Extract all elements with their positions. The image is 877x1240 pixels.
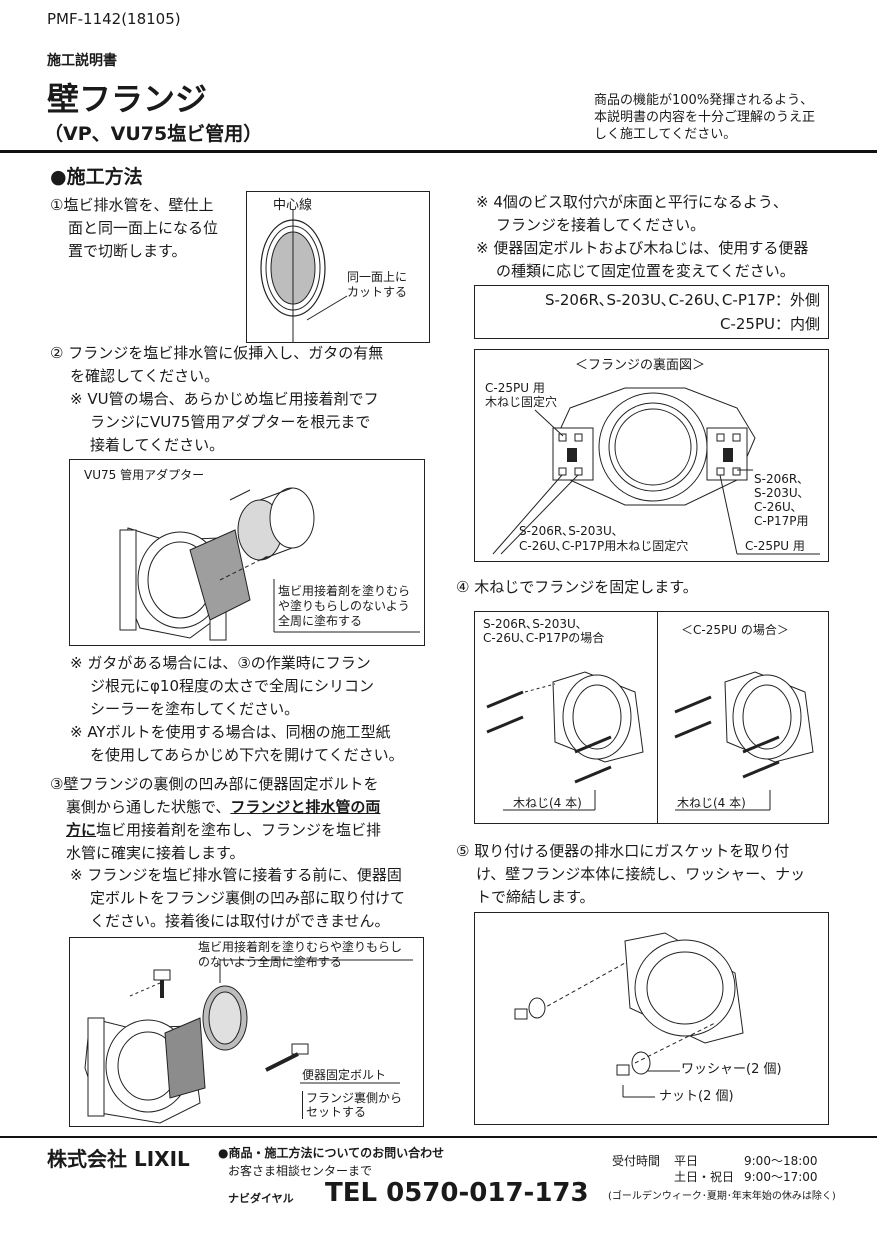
step2-note-vu: ※ VU管の場合、あらかじめ塩ビ用接着剤でフ ランジにVU75管用アダプターを根… xyxy=(70,390,379,454)
step1-text: ①塩ビ排水管を、壁仕上 面と同一面上になる位 置で切断します。 xyxy=(50,196,219,260)
inner-hole-label: C-25PU 用 xyxy=(745,539,805,553)
header-rule xyxy=(0,150,877,153)
washer-illustration xyxy=(514,932,744,1098)
washer-label: ワッシャー(2 個) xyxy=(681,1062,782,1077)
step2-text: ② フランジを塩ビ排水管に仮挿入し、ガタの有無 を確認してください。 xyxy=(50,344,384,385)
doc-type: 施工説明書 xyxy=(47,53,117,69)
position-table: S-206R､S-203U､C-26U､C-P17P：外側 C-25PU：内側 xyxy=(474,285,829,339)
navi-dial: ナビダイヤル xyxy=(228,1192,294,1205)
models-hole-label: S-206R､S-203U､C-26U､C-P17P用 xyxy=(754,472,809,528)
adapter-illustration xyxy=(119,487,420,641)
step1-figure: 中心線 同一面上にカットする xyxy=(246,191,430,343)
center-line-label: 中心線 xyxy=(273,198,313,213)
case-right-label: ＜C-25PU の場合＞ xyxy=(681,623,789,637)
back-view-title: ＜フランジの裏面図＞ xyxy=(575,358,706,373)
bolt-label: 便器固定ボルト xyxy=(302,1068,387,1082)
nut-label: ナット(2 個) xyxy=(659,1089,734,1104)
bolt-note-label: フランジ裏側からセットする xyxy=(302,1091,402,1119)
page-title: 壁フランジ xyxy=(47,80,208,118)
company-name: 株式会社 LIXIL xyxy=(47,1147,190,1171)
weekday-label: 平日 xyxy=(674,1154,699,1168)
closed-note: (ゴールデンウィーク･夏期･年末年始の休みは除く) xyxy=(608,1191,836,1202)
bolt-illustration xyxy=(84,959,413,1124)
step4-figure: S-206R､S-203U､C-26U､C-P17Pの場合 ＜C-25PU の場… xyxy=(474,611,829,824)
step3-figure: 塩ビ用接着剤を塗りむらや塗りもらしのないよう全周に塗布する 便器固定ボルト フラ… xyxy=(69,937,424,1127)
right-note-holes: ※ 4個のビス取付穴が床面と平行になるよう、 フランジを接着してください。 xyxy=(476,193,788,234)
step4-text: ④ 木ねじでフランジを固定します。 xyxy=(456,578,698,596)
section-heading: ●施工方法 xyxy=(50,166,143,188)
page-subtitle: （VP、VU75塩ビ管用） xyxy=(44,123,263,145)
c25pu-hole-label: C-25PU 用木ねじ固定穴 xyxy=(485,381,558,409)
weekday-hours: 9:00〜18:00 xyxy=(744,1154,818,1168)
case-left-label: S-206R､S-203U､C-26U､C-P17Pの場合 xyxy=(483,617,605,645)
doc-code: PMF-1142(18105) xyxy=(47,10,181,28)
step5-text: ⑤ 取り付ける便器の排水口にガスケットを取り付 け、壁フランジ本体に接続し、ワッ… xyxy=(456,842,806,906)
screw-right-label: 木ねじ(4 本) xyxy=(677,796,746,810)
right-note-position: ※ 便器固定ボルトおよび木ねじは、使用する便器 の種類に応じて固定位置を変えてく… xyxy=(476,239,809,280)
step2-figure: VU75 管用アダプター 塩ビ用接着剤を塗りむらや塗りもらしのないよう全周に塗布… xyxy=(69,459,425,646)
hours-label: 受付時間 xyxy=(612,1154,661,1168)
pipe-cut-illustration xyxy=(260,210,348,342)
step4-divider xyxy=(657,612,658,823)
holiday-hours: 9:00〜17:00 xyxy=(744,1170,818,1184)
step3-glue-label: 塩ビ用接着剤を塗りむらや塗りもらしのないよう全周に塗布する xyxy=(198,940,403,969)
usage-notice: 商品の機能が100%発揮されるよう、本説明書の内容を十分ご理解のうえ正しく施工し… xyxy=(594,93,816,142)
step3-note: ※ フランジを塩ビ排水管に接着する前に、便器固 定ボルトをフランジ裏側の凹み部に… xyxy=(70,866,406,930)
step2-note-gap: ※ ガタがある場合には、③の作業時にフラン ジ根元にφ10程度の太さで全周にシリ… xyxy=(70,654,374,718)
glue-label: 塩ビ用接着剤を塗りむらや塗りもらしのないよう全周に塗布する xyxy=(278,584,411,628)
inquiry-heading: ●商品・施工方法についてのお問い合わせ xyxy=(218,1146,445,1160)
outer-hole-label: S-206R､S-203U､C-26U､C-P17P用木ねじ固定穴 xyxy=(519,524,689,553)
back-view-figure: ＜フランジの裏面図＞ C-25PU 用木ねじ固定穴 S-206R､S-203U､… xyxy=(474,349,829,562)
step2-note-ay: ※ AYボルトを使用する場合は、同梱の施工型紙 を使用してあらかじめ下穴を開けて… xyxy=(70,723,404,764)
step5-figure: ワッシャー(2 個) ナット(2 個) xyxy=(474,912,829,1125)
adapter-label: VU75 管用アダプター xyxy=(84,468,205,482)
footer-rule xyxy=(0,1136,877,1138)
screw-left-label: 木ねじ(4 本) xyxy=(513,796,582,810)
cut-label: 同一面上にカットする xyxy=(347,270,408,299)
support-center: お客さま相談センターまで xyxy=(228,1164,373,1178)
holiday-label: 土日・祝日 xyxy=(674,1170,735,1184)
flange-back-illustration xyxy=(492,387,820,555)
screw-illustration xyxy=(486,671,814,811)
step3-text: ③壁フランジの裏側の凹み部に便器固定ボルトを 裏側から通した状態で、フランジと排… xyxy=(50,775,382,862)
phone-number[interactable]: TEL 0570-017-173 xyxy=(325,1178,589,1208)
